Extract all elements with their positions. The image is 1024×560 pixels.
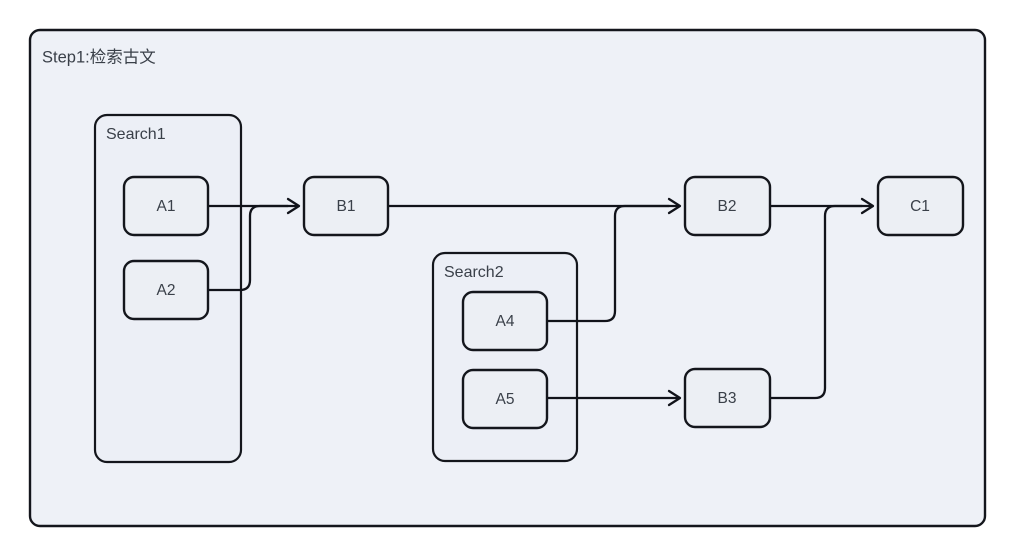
node-a5[interactable]: A5: [461, 368, 549, 430]
node-a2[interactable]: A2: [122, 259, 210, 321]
node-a2-box: [122, 259, 210, 321]
node-b3[interactable]: B3: [683, 367, 772, 429]
container-step1-label: Step1:检索古文: [42, 47, 156, 66]
node-a4[interactable]: A4: [461, 290, 549, 352]
node-a1-box: [122, 175, 210, 237]
node-b3-box: [683, 367, 772, 429]
node-c1-label: C1: [910, 198, 930, 215]
node-b2-box: [683, 175, 772, 237]
node-b1[interactable]: B1: [302, 175, 390, 237]
node-a5-label: A5: [496, 391, 515, 408]
node-b2[interactable]: B2: [683, 175, 772, 237]
node-c1-box: [876, 175, 965, 237]
node-b2-label: B2: [718, 198, 737, 215]
group-search2[interactable]: [431, 251, 579, 463]
node-b1-box: [302, 175, 390, 237]
edge-a5-b3-arrowhead: [667, 389, 682, 407]
node-b1-label: B1: [337, 198, 356, 215]
edge-b2-c1-arrowhead: [860, 197, 875, 215]
edge-a2-b1: [206, 204, 290, 292]
group-search2-label: Search2: [444, 264, 504, 281]
edge-a1-b1-arrowhead: [286, 197, 301, 215]
node-a1-label: A1: [157, 198, 176, 215]
node-a1[interactable]: A1: [122, 175, 210, 237]
edge-b3-c1: [768, 204, 864, 400]
node-b3-label: B3: [718, 390, 737, 407]
node-a4-label: A4: [496, 313, 515, 330]
node-c1[interactable]: C1: [876, 175, 965, 237]
group-search1-label: Search1: [106, 126, 166, 143]
edge-a4-b2: [545, 204, 671, 323]
node-a5-box: [461, 368, 549, 430]
node-a2-label: A2: [157, 282, 176, 299]
node-a4-box: [461, 290, 549, 352]
edge-b1-b2-arrowhead: [667, 197, 682, 215]
